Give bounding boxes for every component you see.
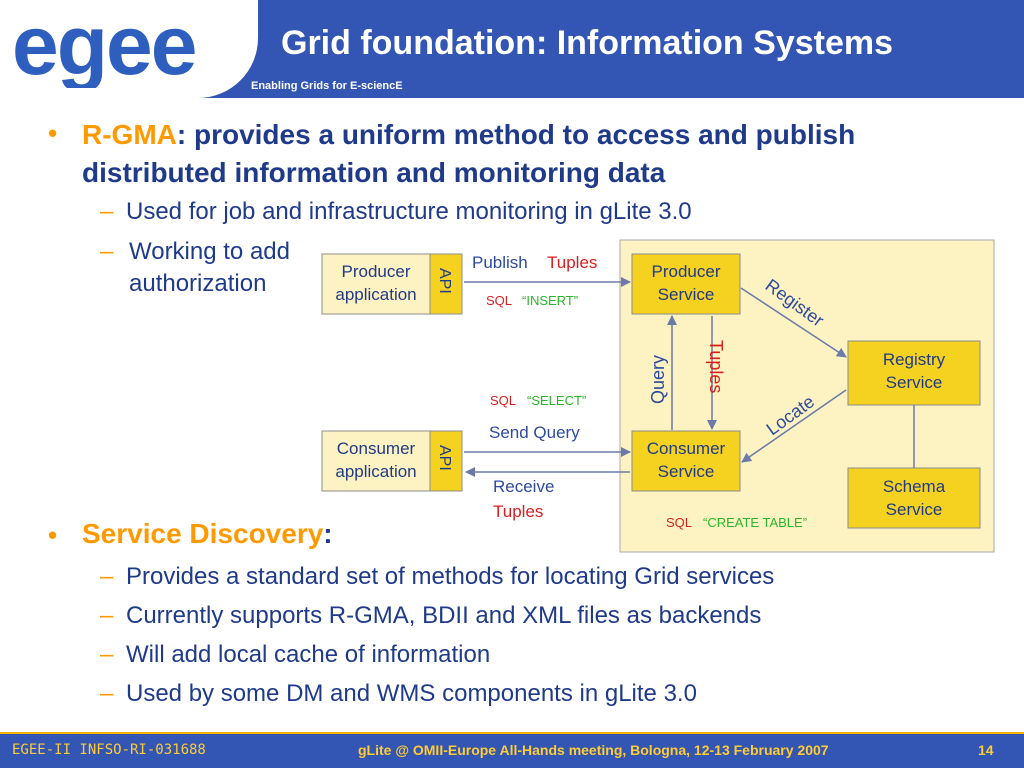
- bullet-dot-1: •: [48, 118, 58, 148]
- dash: –: [100, 198, 114, 225]
- consumer-app-label-2: application: [335, 462, 416, 481]
- dash: –: [100, 680, 114, 707]
- producer-service-box: [631, 253, 741, 315]
- locate-label: Locate: [763, 391, 818, 439]
- bullet-dot-2: •: [48, 520, 58, 550]
- service-discovery-colon: :: [323, 518, 333, 549]
- service-discovery-highlight: Service Discovery: [82, 518, 324, 549]
- publish-tuples-label: Tuples: [547, 253, 597, 272]
- producer-app-box: [321, 253, 433, 315]
- schema-service-label-1: Schema: [883, 477, 946, 496]
- consumer-service-label-1: Consumer: [647, 439, 726, 458]
- sub-text: Will add local cache of information: [126, 641, 491, 668]
- sql-insert-value: “INSERT”: [522, 293, 578, 308]
- logo-panel: egee: [0, 0, 258, 98]
- sub-bullet-monitoring: –Used for job and infrastructure monitor…: [100, 196, 692, 228]
- sub-bullet-authorization: Working to add authorization: [129, 238, 290, 297]
- consumer-app-box: [321, 430, 433, 492]
- sql-create-sql: SQL: [666, 515, 692, 530]
- producer-service-label-1: Producer: [652, 262, 721, 281]
- registry-service-label-1: Registry: [883, 350, 946, 369]
- consumer-app-label-1: Consumer: [337, 439, 416, 458]
- receive-tuples-label: Tuples: [493, 502, 543, 521]
- sub-bullet-backends: –Currently supports R-GMA, BDII and XML …: [100, 600, 761, 632]
- services-panel: [619, 239, 995, 553]
- consumer-api-label: API: [436, 445, 453, 471]
- rgma-highlight: R-GMA: [82, 119, 177, 150]
- dash: –: [100, 602, 114, 629]
- dash: –: [100, 641, 114, 668]
- dash: –: [100, 238, 114, 265]
- tuples-label: Tuples: [706, 340, 726, 393]
- sub-text: Currently supports R-GMA, BDII and XML f…: [126, 602, 762, 629]
- sub-bullet-cache: –Will add local cache of information: [100, 639, 490, 671]
- sub-text: Used for job and infrastructure monitori…: [126, 198, 692, 225]
- sql-insert-sql: SQL: [486, 293, 512, 308]
- footer-divider: [0, 732, 1024, 734]
- producer-service-label-2: Service: [658, 285, 715, 304]
- consumer-service-label-2: Service: [658, 462, 715, 481]
- footer-project-id: EGEE-II INFSO-RI-031688: [12, 742, 206, 758]
- egee-logo: egee: [12, 8, 197, 88]
- producer-api-label: API: [436, 268, 453, 294]
- sub-text: Provides a standard set of methods for l…: [126, 563, 775, 590]
- schema-service-label-2: Service: [886, 500, 943, 519]
- send-query-label: Send Query: [489, 423, 580, 442]
- page-number: 14: [978, 742, 994, 758]
- registry-service-label-2: Service: [886, 373, 943, 392]
- schema-service-box: [847, 467, 981, 529]
- page-title: Grid foundation: Information Systems: [281, 24, 894, 62]
- sql-create-value: “CREATE TABLE”: [703, 515, 807, 530]
- footer-bar: [0, 734, 1024, 768]
- logo-text: egee: [12, 8, 195, 88]
- dash: –: [100, 563, 114, 590]
- register-arrow: [740, 287, 847, 358]
- sub-text: Used by some DM and WMS components in gL…: [126, 680, 697, 707]
- sql-select-value: “SELECT”: [527, 393, 586, 408]
- footer-event: gLite @ OMII-Europe All-Hands meeting, B…: [358, 742, 829, 758]
- consumer-service-box: [631, 430, 741, 492]
- query-label: Query: [648, 355, 668, 404]
- register-label: Register: [762, 275, 828, 331]
- producer-app-label-2: application: [335, 285, 416, 304]
- receive-label: Receive: [493, 477, 554, 496]
- locate-arrow: [741, 389, 847, 463]
- bullet-rgma: R-GMA: provides a uniform method to acce…: [82, 116, 962, 192]
- sql-select-sql: SQL: [490, 393, 516, 408]
- consumer-api-box: [429, 430, 463, 492]
- producer-api-box: [429, 253, 463, 315]
- sub-bullet-components: –Used by some DM and WMS components in g…: [100, 678, 697, 710]
- registry-service-box: [847, 340, 981, 406]
- publish-label: Publish: [472, 253, 528, 272]
- producer-app-label-1: Producer: [342, 262, 411, 281]
- tagline: Enabling Grids for E-sciencE: [251, 80, 403, 92]
- rgma-text: : provides a uniform method to access an…: [82, 119, 856, 188]
- sub-bullet-methods: –Provides a standard set of methods for …: [100, 561, 774, 593]
- bullet-service-discovery: Service Discovery:: [82, 518, 333, 550]
